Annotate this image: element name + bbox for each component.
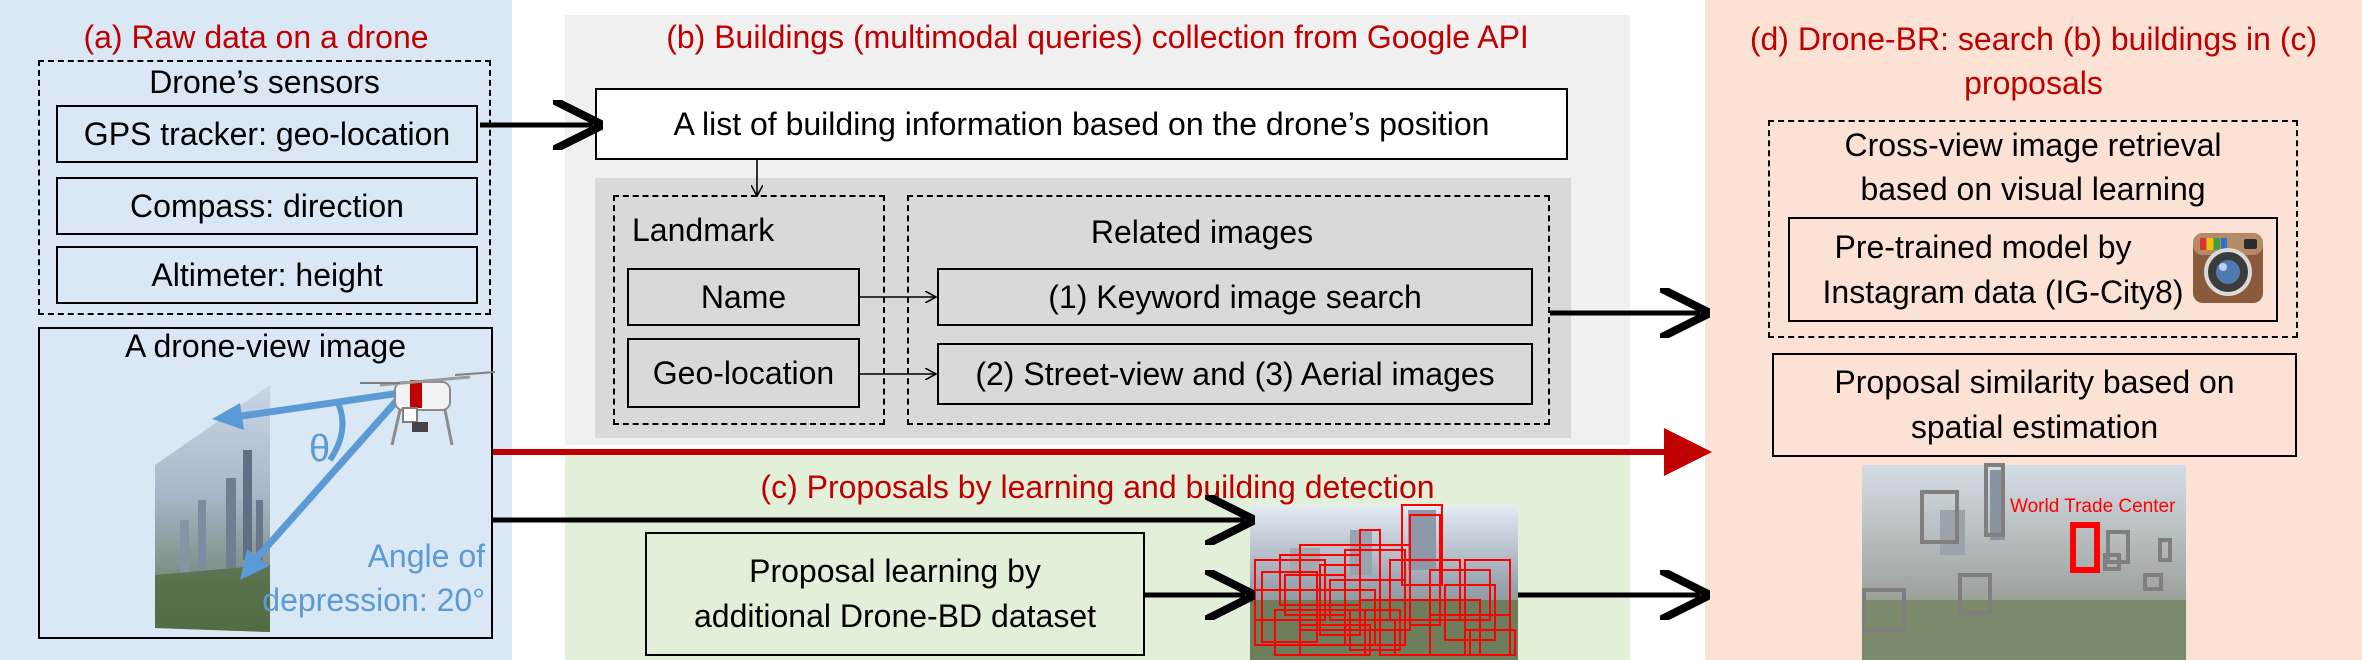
cross-view-line2: based on visual learning xyxy=(1860,171,2206,207)
panel-d-title-line1: (d) Drone-BR: search (b) buildings in (c… xyxy=(1749,21,2318,57)
panel-c-title: (c) Proposals by learning and building d… xyxy=(760,469,1435,505)
proposal-similarity-box: Proposal similarity based on spatial est… xyxy=(1772,353,2297,457)
cross-view-line1: Cross-view image retrieval xyxy=(1844,127,2222,163)
photo-tower-1 xyxy=(243,450,252,560)
pretrained-model-box: Pre-trained model by Instagram data (IG-… xyxy=(1788,217,2278,322)
drone-sensors-label: Drone’s sensors xyxy=(149,64,380,100)
drone-sensors-group xyxy=(38,60,491,315)
street-aerial-box: (2) Street-view and (3) Aerial images xyxy=(937,343,1533,405)
landmark-group xyxy=(613,195,885,425)
depression-arrow-head xyxy=(240,549,269,580)
geo-location-box: Geo-location xyxy=(627,338,860,408)
angle-caption-line1: Angle of xyxy=(367,538,485,574)
proposal-similarity-line2: spatial estimation xyxy=(1910,409,2159,445)
compass-box: Compass: direction xyxy=(56,177,478,235)
pretrained-line2: Instagram data (IG-City8) xyxy=(1822,273,2184,310)
drone-view-frame xyxy=(38,327,493,639)
horizontal-arrow-head xyxy=(212,403,244,430)
drone-view-label: A drone-view image xyxy=(124,328,407,364)
cross-view-group xyxy=(1768,120,2298,338)
gps-tracker-box: GPS tracker: geo-location xyxy=(56,105,478,163)
name-box: Name xyxy=(627,268,860,326)
photo-tower-3 xyxy=(198,500,206,570)
photo-ground xyxy=(155,565,270,632)
proposal-learning-box: Proposal learning by additional Drone-BD… xyxy=(645,532,1145,656)
matched-building-box xyxy=(2070,522,2100,573)
panel-b-title: (b) Buildings (multimodal queries) colle… xyxy=(666,19,1529,55)
angle-caption-line2: depression: 20° xyxy=(262,582,485,618)
related-images-group xyxy=(907,195,1550,425)
landmark-label: Landmark xyxy=(632,212,775,248)
angle-arc xyxy=(327,401,346,462)
panel-a-title: (a) Raw data on a drone xyxy=(83,19,429,55)
photo-tower-2 xyxy=(226,478,236,568)
proposal-boxes xyxy=(1254,504,1516,656)
theta-symbol: θ xyxy=(309,428,331,470)
photo-tower-5 xyxy=(256,500,263,570)
panel-d-title-line2: proposals xyxy=(1964,65,2103,101)
proposal-similarity-line1: Proposal similarity based on xyxy=(1834,364,2235,401)
horizontal-view-line xyxy=(234,389,401,421)
proposal-learning-line2: additional Drone-BD dataset xyxy=(693,598,1096,634)
related-images-label: Related images xyxy=(1090,214,1314,250)
altimeter-box: Altimeter: height xyxy=(56,246,478,304)
result-label: World Trade Center xyxy=(2010,496,2176,517)
photo-tower-4 xyxy=(180,520,189,575)
pretrained-line1: Pre-trained model by xyxy=(1834,228,2132,265)
depression-view-line xyxy=(252,394,403,563)
drone-icon xyxy=(360,371,496,446)
proposal-learning-line1: Proposal learning by xyxy=(749,553,1041,590)
keyword-search-box: (1) Keyword image search xyxy=(937,268,1533,326)
candidate-boxes xyxy=(1862,463,2172,632)
